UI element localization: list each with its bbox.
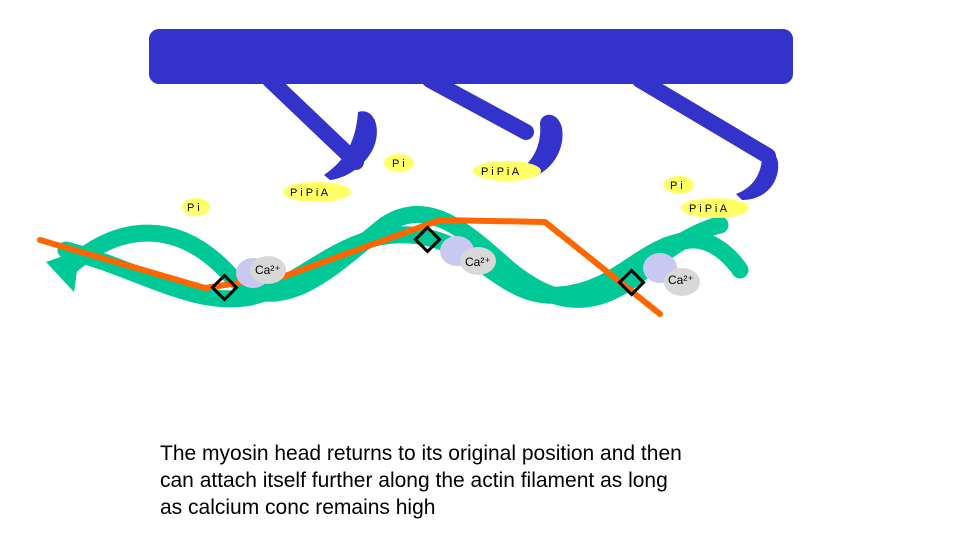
svg-text:P i P i A: P i P i A [290, 187, 329, 199]
calcium-label-2: Ca²⁺ [465, 255, 491, 269]
tropomyosin-strand [37, 217, 663, 317]
svg-text:P i P i A: P i P i A [481, 166, 520, 178]
caption-line-1: The myosin head returns to its original … [160, 442, 682, 465]
caption: The myosin head returns to its original … [160, 440, 800, 521]
troponin-calcium-2: Ca²⁺ [440, 236, 496, 275]
phosphate-left: P i [182, 198, 210, 216]
phosphate-head-1: P i [384, 154, 414, 172]
myosin-head-3 [632, 72, 779, 200]
atp-head-1: P i P i A [283, 182, 351, 202]
svg-text:P i: P i [392, 158, 405, 170]
caption-line-3: as calcium conc remains high [160, 496, 436, 519]
calcium-label-3: Ca²⁺ [668, 273, 694, 287]
svg-text:P i P i A: P i P i A [689, 203, 728, 215]
svg-text:P i: P i [187, 202, 200, 214]
myosin-head-2 [422, 72, 563, 180]
binding-site-2 [413, 225, 442, 254]
atp-head-2: P i P i A [473, 161, 541, 181]
troponin-calcium-3: Ca²⁺ [643, 253, 700, 296]
calcium-label-1: Ca²⁺ [255, 263, 281, 277]
atp-head-3: P i P i A [681, 198, 749, 218]
myosin-head-1 [262, 72, 377, 180]
caption-line-2: can attach itself further along the acti… [160, 469, 668, 492]
binding-site-1 [210, 273, 239, 302]
myosin-filament [149, 29, 793, 84]
actin-filament [46, 206, 749, 308]
svg-text:P i: P i [670, 180, 683, 192]
troponin-calcium-1: Ca²⁺ [236, 256, 286, 288]
phosphate-head-3: P i [664, 176, 694, 194]
binding-site-3 [617, 268, 646, 297]
